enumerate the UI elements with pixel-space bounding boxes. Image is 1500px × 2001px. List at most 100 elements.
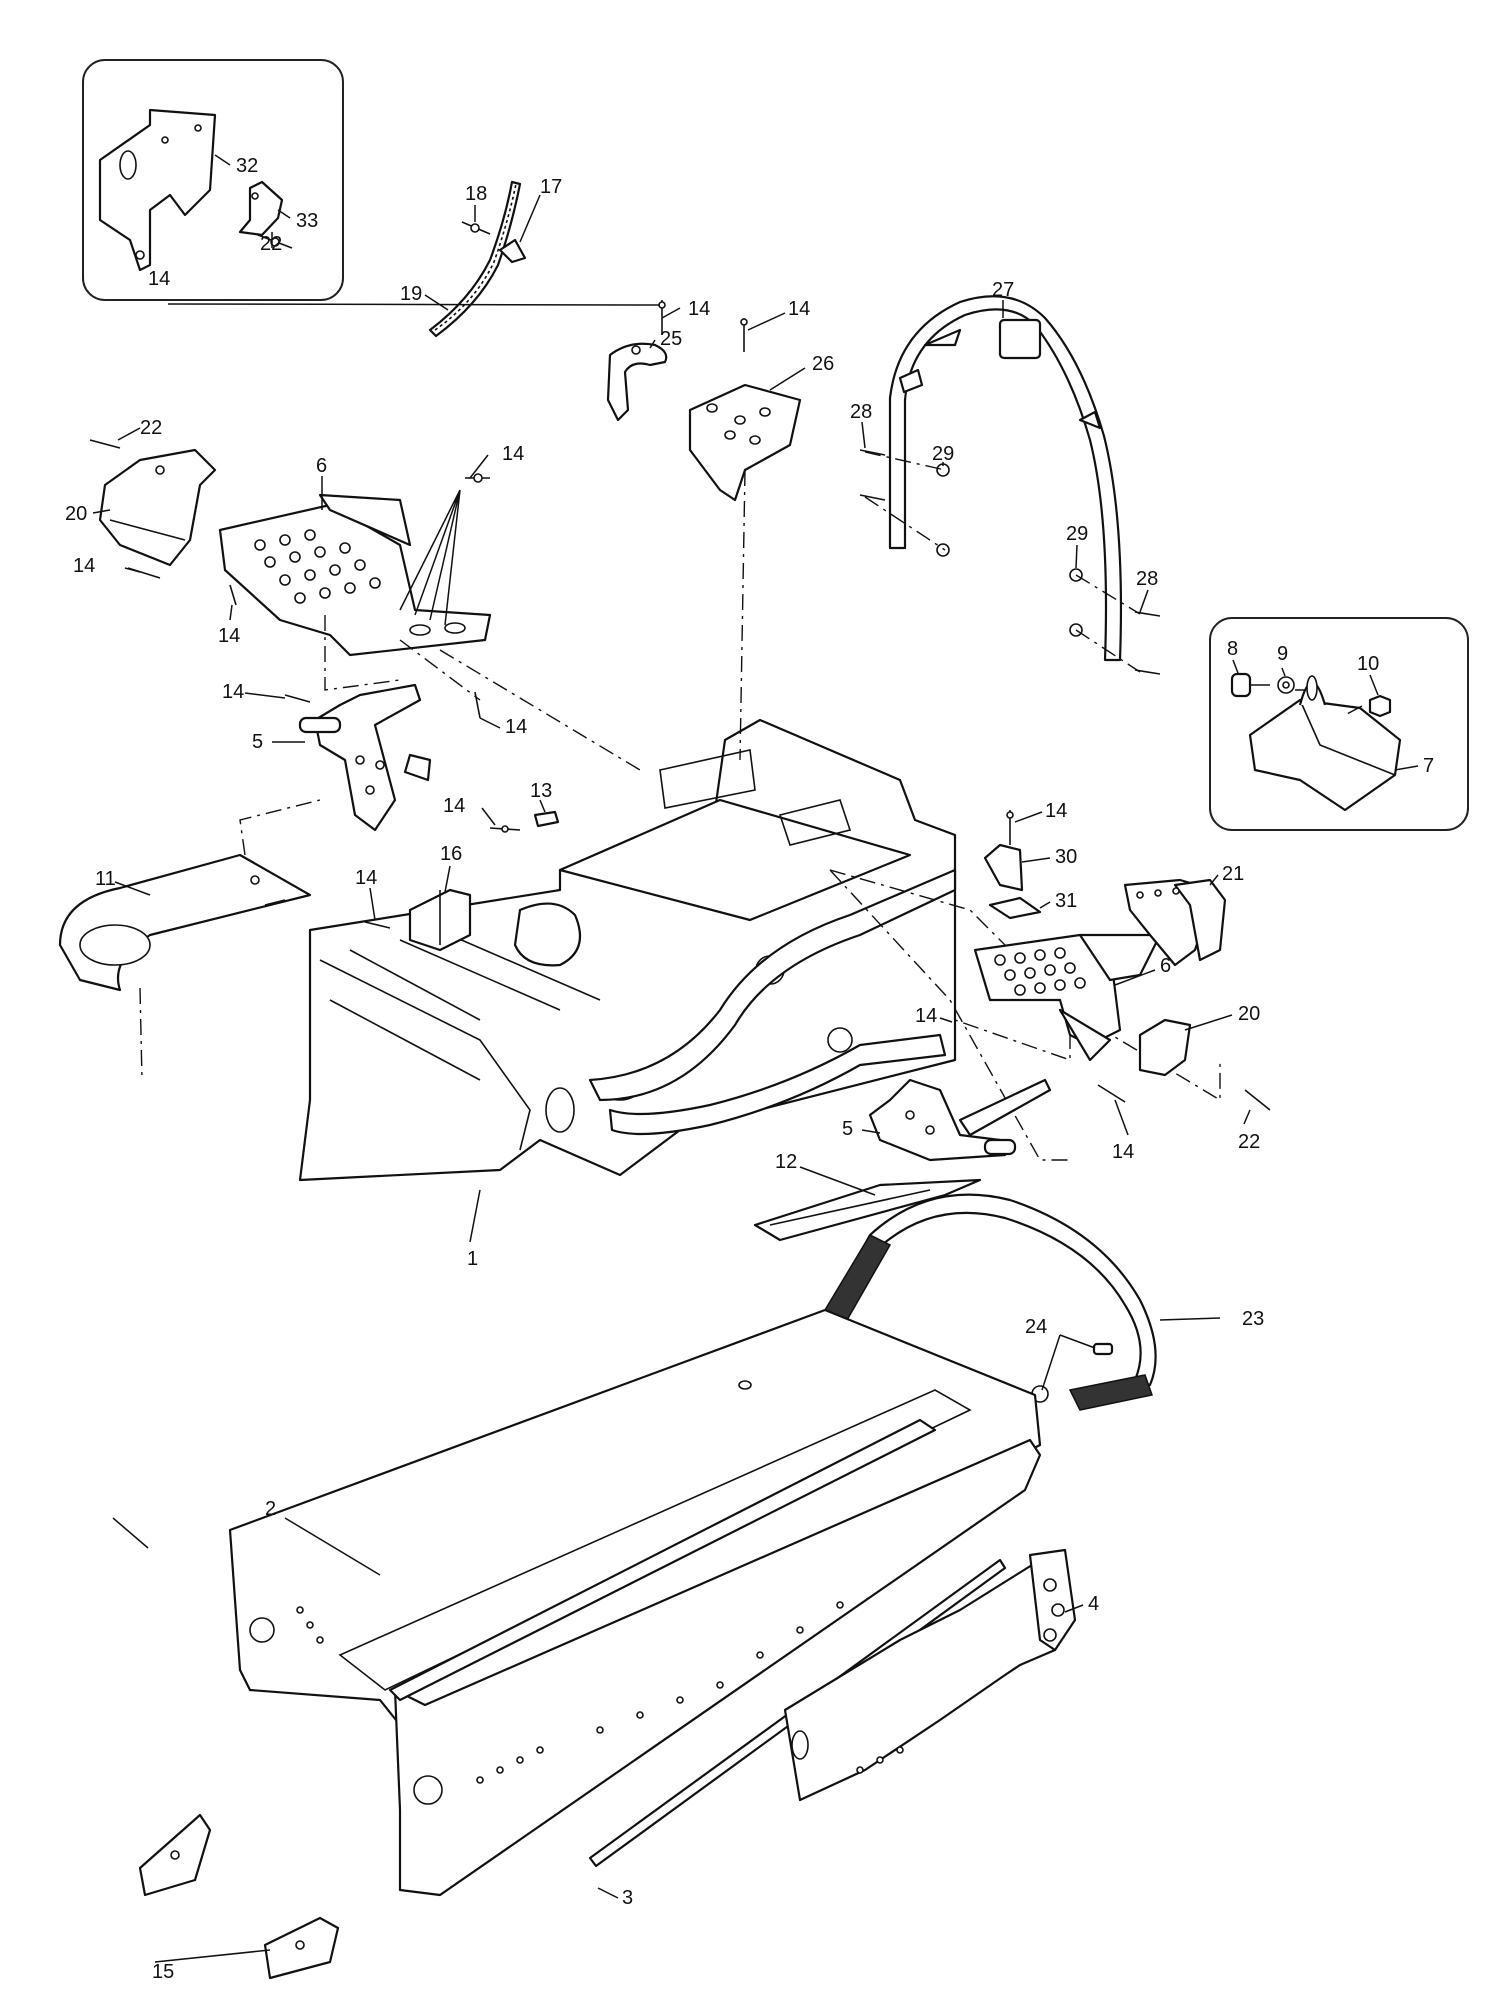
bolt-28-right (1134, 611, 1161, 675)
rivet-14-mid (489, 825, 521, 833)
callout-14-j: 14 (1045, 800, 1067, 822)
callout-14-i: 14 (355, 867, 377, 889)
bolt-28-left (859, 449, 886, 501)
callout-14-h: 14 (443, 795, 465, 817)
rivet-14-left-2 (229, 584, 237, 606)
callout-33: 33 (296, 210, 318, 232)
part-30-clip (983, 843, 1024, 892)
part-21-right-bracket (1123, 878, 1227, 967)
callout-1: 1 (467, 1248, 478, 1270)
rivet-14-right-2 (1097, 1084, 1126, 1103)
callout-14-b: 14 (788, 298, 810, 320)
callout-20-left: 20 (65, 503, 87, 525)
callout-6-left: 6 (316, 455, 327, 477)
part-33-bracket (238, 180, 284, 237)
callout-14-d: 14 (73, 555, 95, 577)
callout-27: 27 (992, 279, 1014, 301)
part-13-clip (533, 810, 560, 828)
callout-19: 19 (400, 283, 422, 305)
callout-16: 16 (440, 843, 462, 865)
nut-10 (1368, 694, 1392, 718)
callout-14-f: 14 (222, 681, 244, 703)
centerline-28 (864, 451, 1141, 673)
callout-28-left: 28 (850, 401, 872, 423)
callout-5-left: 5 (252, 731, 263, 753)
callout-labels: 1 2 3 4 5 5 6 6 7 8 9 10 11 12 13 14 14 … (65, 155, 1434, 1983)
callout-23: 23 (1242, 1308, 1264, 1330)
nut-29-left (936, 463, 950, 557)
part-6-left-footrest (218, 493, 492, 657)
callout-10: 10 (1357, 653, 1379, 675)
rivet-14-left-3 (465, 473, 490, 483)
callout-14-k: 14 (915, 1005, 937, 1027)
callout-13: 13 (530, 780, 552, 802)
grip-left (823, 1234, 892, 1321)
callout-18: 18 (465, 183, 487, 205)
alignment-line-right-2 (829, 869, 1070, 1161)
callout-31: 31 (1055, 890, 1077, 912)
part-17-clip (498, 238, 527, 264)
part-32-bracket (98, 108, 217, 272)
bolt-8 (1230, 672, 1270, 698)
part-16-hinge (408, 888, 472, 952)
rivet-22-right (1244, 1089, 1271, 1111)
callout-26: 26 (812, 353, 834, 375)
leader-14-fan (399, 489, 461, 626)
callout-9: 9 (1277, 643, 1288, 665)
callout-14-l: 14 (1112, 1141, 1134, 1163)
rivet-14-16 (364, 921, 391, 929)
part-1-front-chassis (298, 718, 957, 1182)
rivet-14-right-top (1006, 810, 1014, 845)
callout-17: 17 (540, 176, 562, 198)
callout-6-right: 6 (1160, 955, 1171, 977)
callout-28-right: 28 (1136, 568, 1158, 590)
part-6-right-footrest (973, 933, 1162, 1062)
part-20-left-bracket (98, 448, 217, 567)
callout-15: 15 (152, 1961, 174, 1983)
callout-21: 21 (1222, 863, 1244, 885)
callout-14-c: 14 (502, 443, 524, 465)
washer-9 (1277, 676, 1295, 694)
centerline-7 (1295, 689, 1363, 716)
callout-32: 32 (236, 155, 258, 177)
part-12-strip (753, 1178, 982, 1242)
nut-29-right (1069, 568, 1083, 637)
rivet-22-left (89, 439, 121, 449)
callout-11: 11 (95, 868, 116, 890)
centerline-11 (139, 799, 321, 1081)
part-7-bracket (1248, 675, 1402, 812)
callout-14-g: 14 (505, 716, 527, 738)
part-4-rear-bracket (783, 1548, 1077, 1802)
part-1-arch (588, 868, 957, 1136)
callout-24: 24 (1025, 1316, 1047, 1338)
rivet-14-b (740, 318, 748, 352)
callout-30: 30 (1055, 846, 1077, 868)
leader-lines (92, 154, 1419, 1963)
grip-right (1068, 1374, 1153, 1411)
part-5-left-hinge (298, 683, 432, 832)
rivet-22-inset (257, 234, 293, 249)
callout-22-left: 22 (140, 417, 162, 439)
part-19-strap (428, 180, 522, 338)
alignment-line-left (324, 615, 641, 771)
footrest-holes-left (254, 529, 381, 604)
part-20-right-bracket (1138, 1018, 1192, 1077)
callout-7: 7 (1423, 755, 1434, 777)
callout-29-right: 29 (1066, 523, 1088, 545)
callout-29-left: 29 (932, 443, 954, 465)
part-11-left-plate (58, 853, 312, 992)
callout-14-a: 14 (688, 298, 710, 320)
callout-14-m: 14 (148, 268, 170, 290)
alignment-line-center (739, 469, 746, 761)
part-25-bracket (606, 342, 668, 422)
part-27-steering-hoop (888, 295, 1123, 662)
callout-22-right: 22 (1238, 1131, 1260, 1153)
part-15-plate-a (138, 1813, 212, 1897)
callout-4: 4 (1088, 1593, 1099, 1615)
callout-8: 8 (1227, 638, 1238, 660)
callout-5-right: 5 (842, 1118, 853, 1140)
footrest-holes-right (994, 947, 1086, 996)
part-31-plate (988, 896, 1042, 920)
rivet-18 (461, 221, 491, 235)
